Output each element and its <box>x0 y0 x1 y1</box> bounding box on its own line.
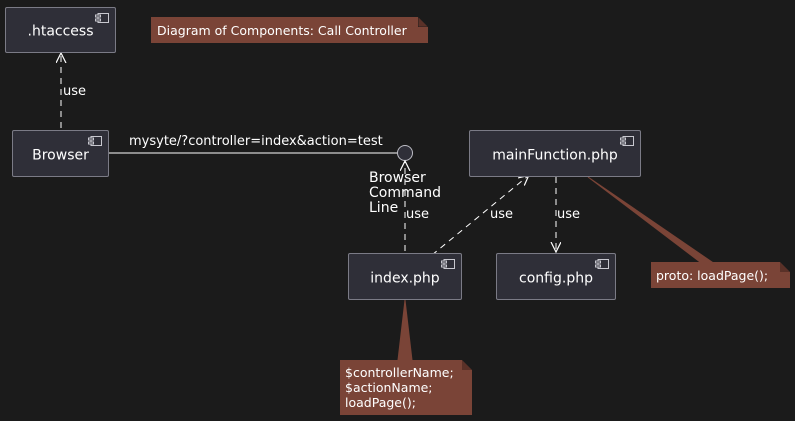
component-icon <box>620 136 634 146</box>
note-mainfunction: proto: loadPage(); <box>651 262 790 288</box>
edge-index-mainfunction <box>432 176 528 255</box>
interface-label-line: Line <box>369 200 399 216</box>
note-fold-icon <box>780 262 790 272</box>
note-index-text: $controllerName; $actionName; loadPage()… <box>345 365 454 410</box>
component-htaccess-label: .htaccess <box>27 23 94 40</box>
edge-label-browser-htaccess: use <box>63 84 87 99</box>
note-fold-icon <box>418 17 428 27</box>
title-note: Diagram of Components: Call Controller <box>151 17 428 43</box>
component-icon <box>595 259 609 269</box>
component-icon <box>441 259 455 269</box>
note-connector-mainfunction <box>587 176 714 263</box>
edge-label-index-mainfunction: use <box>490 207 514 222</box>
component-icon <box>95 13 109 23</box>
component-mainfunction-label: mainFunction.php <box>492 147 618 164</box>
component-index-label: index.php <box>370 270 440 287</box>
note-fold-icon <box>462 360 472 370</box>
note-connector-index <box>397 299 413 361</box>
title-note-text: Diagram of Components: Call Controller <box>157 23 407 38</box>
component-browser[interactable]: Browser <box>12 130 109 177</box>
component-config[interactable]: config.php <box>496 253 616 300</box>
component-mainfunction[interactable]: mainFunction.php <box>469 130 641 177</box>
interface-label-line: Browser <box>369 170 426 186</box>
interface-label: Browser Command Line <box>369 171 441 216</box>
interface-circle <box>397 145 413 161</box>
component-index[interactable]: index.php <box>348 253 462 300</box>
edge-label-browser-interface: mysyte/?controller=index&action=test <box>129 134 383 149</box>
component-icon <box>88 136 102 146</box>
note-index: $controllerName; $actionName; loadPage()… <box>340 360 472 415</box>
edge-label-mainfunction-config: use <box>557 207 581 222</box>
interface-label-line: Command <box>369 185 441 201</box>
edge-label-index-interface: use <box>406 207 430 222</box>
note-mainfunction-text: proto: loadPage(); <box>656 268 769 283</box>
component-htaccess[interactable]: .htaccess <box>5 7 116 53</box>
component-browser-label: Browser <box>32 147 89 164</box>
component-config-label: config.php <box>519 270 593 287</box>
